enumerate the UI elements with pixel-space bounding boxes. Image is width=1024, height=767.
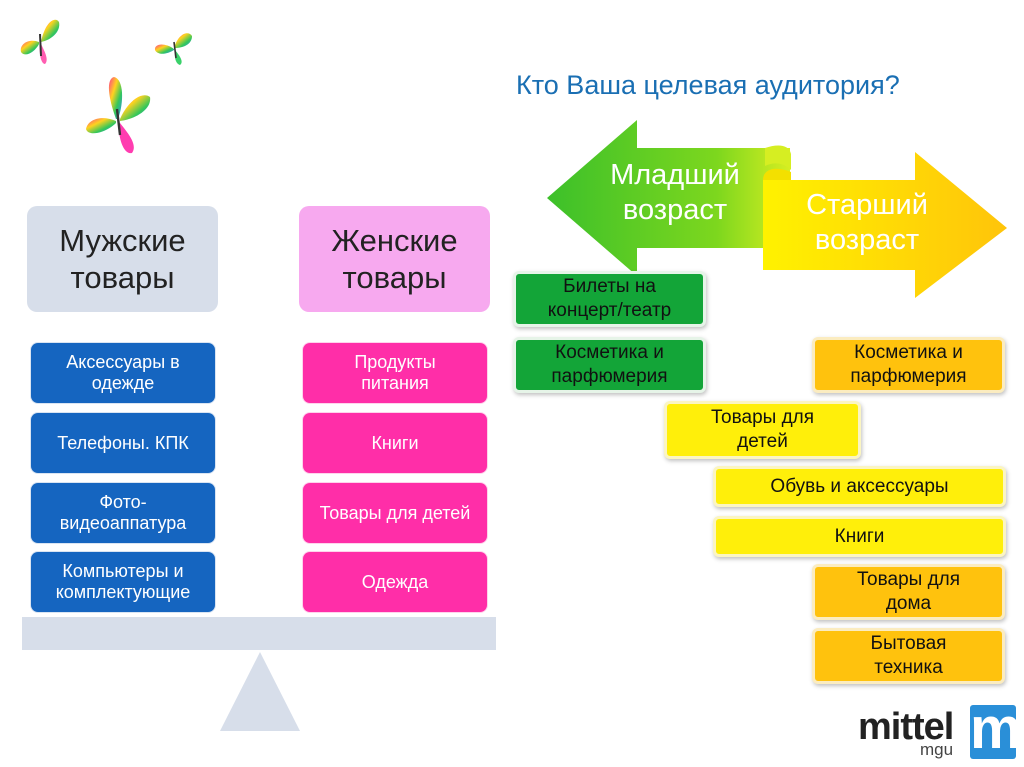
logo-mark: m xyxy=(970,696,1022,761)
butterfly-icon xyxy=(154,33,192,65)
women-item-books: Книги xyxy=(303,413,487,473)
logo-sub-text: mgu xyxy=(920,740,954,759)
age-item-books: Книги xyxy=(713,516,1006,557)
women-item-kids-goods: Товары для детей xyxy=(303,483,487,543)
age-item-shoes: Обувь и аксессуары xyxy=(713,466,1006,507)
scale-beam xyxy=(22,617,496,650)
younger-arrow-shape xyxy=(547,120,791,276)
older-arrow-shape xyxy=(763,152,1007,298)
logo-main-text: mittel xyxy=(858,706,954,748)
page-title: Кто Ваша целевая аудитория? xyxy=(516,70,900,100)
age-arrows xyxy=(547,120,1007,298)
men-item-photo-video: Фото-видеоаппатура xyxy=(31,483,215,543)
men-item-phones: Телефоны. КПК xyxy=(31,413,215,473)
scale-fulcrum xyxy=(220,652,300,731)
women-item-clothing: Одежда xyxy=(303,552,487,612)
mittel-logo: mittel mgu m xyxy=(858,696,1022,762)
butterfly-icon xyxy=(20,19,60,64)
butterfly-icon xyxy=(86,77,151,154)
